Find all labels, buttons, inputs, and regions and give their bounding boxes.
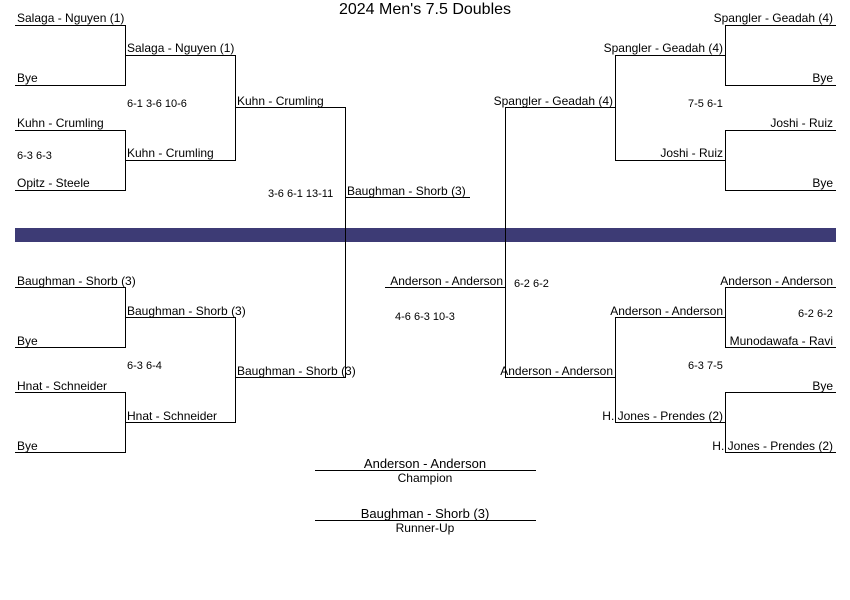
team-label: Anderson - Anderson (610, 304, 723, 318)
match-score: 6-1 3-6 10-6 (127, 98, 187, 110)
team-label: Baughman - Shorb (3) (347, 184, 466, 198)
team-label: Hnat - Schneider (17, 379, 108, 393)
team-label: Anderson - Anderson (720, 274, 833, 288)
runner-up-caption: Runner-Up (395, 521, 455, 535)
champion-caption: Champion (397, 471, 453, 485)
team-label: Kuhn - Crumling (237, 94, 324, 108)
team-label: Bye (17, 71, 38, 85)
team-label: Anderson - Anderson (500, 364, 613, 378)
team-label: Bye (17, 334, 38, 348)
match-score: 3-6 6-1 13-11 (268, 188, 334, 200)
team-label: Bye (812, 379, 833, 393)
team-label: Baughman - Shorb (3) (17, 274, 136, 288)
page-title: 2024 Men's 7.5 Doubles (338, 1, 512, 18)
team-label: Hnat - Schneider (127, 409, 218, 423)
team-label: Opitz - Steele (17, 176, 90, 190)
team-label: Spangler - Geadah (4) (493, 94, 613, 108)
champion-name: Anderson - Anderson (363, 456, 487, 471)
team-label: H. Jones - Prendes (2) (712, 439, 833, 453)
team-label: Salaga - Nguyen (1) (17, 11, 125, 25)
team-label: Spangler - Geadah (4) (603, 41, 723, 55)
team-label: Bye (812, 71, 833, 85)
team-label: Salaga - Nguyen (1) (127, 41, 235, 55)
runner-up-name: Baughman - Shorb (3) (360, 506, 490, 521)
team-label: Joshi - Ruiz (770, 116, 833, 130)
team-label: Bye (812, 176, 833, 190)
match-score: 7-5 6-1 (688, 98, 723, 110)
team-label: Kuhn - Crumling (127, 146, 214, 160)
team-label: H. Jones - Prendes (2) (602, 409, 723, 423)
team-label: Baughman - Shorb (3) (127, 304, 246, 318)
divider-band (15, 228, 836, 242)
match-score: 6-3 7-5 (688, 360, 723, 372)
match-score: 6-2 6-2 (798, 308, 833, 320)
match-score: 6-2 6-2 (514, 278, 549, 290)
team-label: Kuhn - Crumling (17, 116, 104, 130)
final-score: 4-6 6-3 10-3 (395, 311, 455, 323)
match-score: 6-3 6-3 (17, 150, 52, 162)
team-label: Munodawafa - Ravi (729, 334, 833, 348)
team-label: Bye (17, 439, 38, 453)
match-score: 6-3 6-4 (127, 360, 162, 372)
team-label: Baughman - Shorb (3) (237, 364, 356, 378)
team-label: Spangler - Geadah (4) (713, 11, 833, 25)
team-label: Joshi - Ruiz (660, 146, 723, 160)
team-label: Anderson - Anderson (390, 274, 503, 288)
